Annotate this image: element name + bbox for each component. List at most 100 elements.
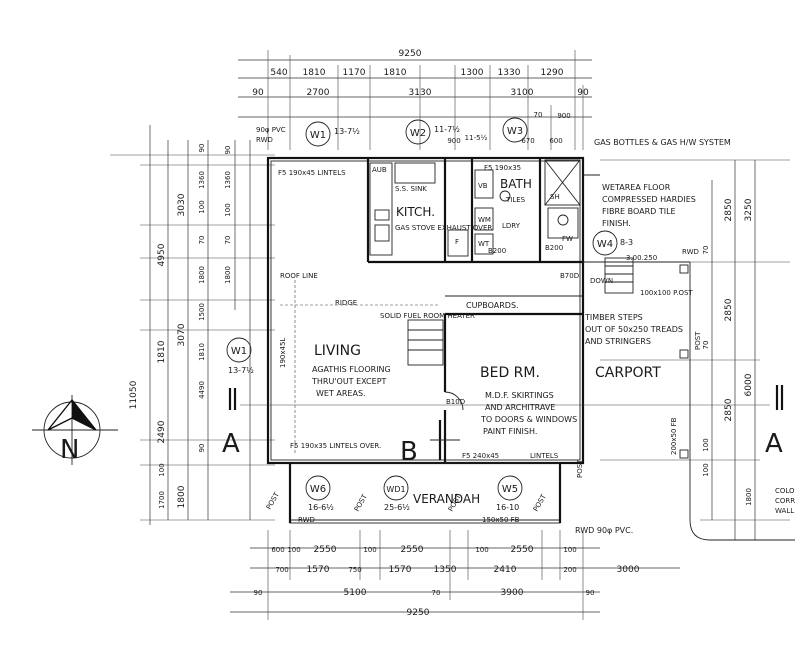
- section-label: B: [400, 437, 418, 467]
- dim-label: 1800: [224, 266, 232, 284]
- verandah: [288, 462, 562, 524]
- dim-label: 1570: [389, 565, 412, 575]
- note: B200: [488, 247, 506, 255]
- note: F5 190x45 LINTELS: [278, 169, 346, 177]
- section-marker-a-right: A: [765, 385, 784, 459]
- note: RWD: [682, 248, 699, 256]
- section-label: A: [765, 429, 783, 459]
- roof-lines: [240, 280, 770, 455]
- dim-label: 1300: [461, 68, 484, 78]
- dim-label: 90: [586, 589, 595, 597]
- window-id: W5: [502, 484, 518, 495]
- dim-label: 200: [563, 566, 576, 574]
- window-tag: W4 8-3: [592, 230, 633, 256]
- window-size: 11-7½: [434, 125, 460, 134]
- note: CUPBOARDS.: [466, 301, 519, 310]
- dim-label: 3130: [409, 88, 432, 98]
- note: ROOF LINE: [280, 272, 318, 280]
- note: POST: [694, 331, 702, 350]
- overall-width-bottom: 9250: [407, 608, 430, 618]
- dim-label: 100: [563, 546, 576, 554]
- dim-label: 90: [198, 444, 206, 453]
- note: POST: [353, 492, 370, 513]
- carport: [583, 257, 795, 541]
- note: B10D: [446, 398, 465, 406]
- dim-label: 1810: [198, 343, 206, 361]
- room-living: LIVING: [314, 343, 361, 359]
- section-marker-a-left: A: [222, 388, 240, 459]
- dim-label: 2550: [511, 545, 534, 555]
- window-id: W1: [310, 130, 326, 141]
- window-size: 8-3: [620, 238, 633, 247]
- note: RWD 90φ PVC.: [575, 526, 633, 535]
- note: TO DOORS & WINDOWS: [480, 415, 577, 424]
- note: WALL: [775, 507, 794, 515]
- left-dimension-lines: [110, 125, 275, 525]
- annotations: 90φ PVC RWD F5 190x45 LINTELS F5 190x35 …: [256, 126, 795, 535]
- dim-label: 600: [271, 546, 284, 554]
- note: SOLID FUEL ROOM HEATER: [380, 312, 475, 320]
- note: M.D.F. SKIRTINGS: [485, 391, 554, 400]
- dim-label: 3900: [501, 588, 524, 598]
- window-size: 16-6½: [308, 503, 334, 512]
- note: F5 240x45: [462, 452, 499, 460]
- dim-label: 1800: [745, 488, 753, 506]
- dim-label: 2850: [724, 398, 734, 421]
- window-size: 25-6½: [384, 503, 410, 512]
- dim-label: 1330: [498, 68, 521, 78]
- dim-label: 70: [534, 111, 543, 119]
- note: POST: [265, 490, 282, 511]
- right-dims-text: 3250 6000 2850 2850 2850 70 70 100 100 1…: [702, 198, 754, 506]
- note: B70D: [560, 272, 579, 280]
- note: AND ARCHITRAVE: [485, 403, 555, 412]
- note: 200x50 FB: [670, 417, 678, 455]
- dim-label: 700: [275, 566, 288, 574]
- note: CORR: [775, 497, 795, 505]
- note: AUB: [372, 166, 387, 174]
- dim-label: 1500: [198, 303, 206, 321]
- window-size: 13-7½: [334, 127, 360, 136]
- note: 190x45L: [279, 338, 287, 368]
- dim-label: 6000: [744, 373, 754, 396]
- dim-label: 1810: [303, 68, 326, 78]
- dim-label: 70: [224, 236, 232, 245]
- dim-label: 90: [254, 589, 263, 597]
- window-id: WD1: [386, 485, 405, 494]
- room-bath: BATH: [500, 177, 532, 191]
- note: RIDGE: [335, 299, 357, 307]
- note: FW: [562, 235, 573, 243]
- top-dims-row1: 540 1810 1170 1810 1300 1330 1290: [270, 68, 563, 78]
- note: GAS STOVE EXHAUST OVER.: [395, 224, 494, 232]
- dim-label: 70: [432, 589, 441, 597]
- dim-label: 3030: [177, 193, 187, 216]
- note: POST: [532, 492, 549, 513]
- window-tag: W6 16-6½: [305, 475, 334, 512]
- window-tag: W5 16-10: [496, 475, 523, 512]
- note: S.S. SINK: [395, 185, 427, 193]
- window-tag: W3: [502, 117, 528, 143]
- dim-label: 1360: [224, 171, 232, 189]
- dim-label: 1810: [384, 68, 407, 78]
- dim-label: 4950: [157, 243, 167, 266]
- window-id: W3: [507, 126, 523, 137]
- dim-label: 3000: [617, 565, 640, 575]
- dim-label: 2490: [157, 420, 167, 443]
- dim-label: 3250: [744, 198, 754, 221]
- note: LINTELS: [530, 452, 559, 460]
- dim-label: 540: [270, 68, 287, 78]
- dim-label: 750: [348, 566, 361, 574]
- dim-label: 1570: [307, 565, 330, 575]
- bottom-dims-row3: 90 5100 70 3900 90: [254, 588, 595, 598]
- dim-label: 900: [447, 137, 460, 145]
- note: FINISH.: [602, 219, 631, 228]
- section-marker-b: B: [400, 420, 460, 467]
- note: WM: [478, 216, 491, 224]
- room-kitchen: KITCH.: [396, 205, 435, 219]
- note: PAINT FINISH.: [483, 427, 537, 436]
- dim-label: 1360: [198, 171, 206, 189]
- dim-label: 100: [224, 203, 232, 216]
- window-tag: W2 11-7½: [405, 119, 460, 145]
- dim-label: 100: [475, 546, 488, 554]
- dim-label: 3070: [177, 323, 187, 346]
- note: TILES: [505, 196, 526, 204]
